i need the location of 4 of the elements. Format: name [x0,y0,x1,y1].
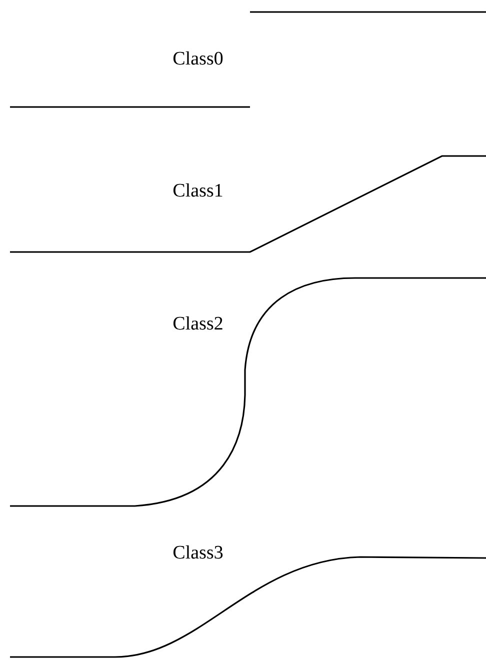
class-label: Class2 [173,316,222,330]
class-label: Class0 [173,51,223,65]
class-label: Class1 [173,183,222,197]
class-label: Class3 [173,545,223,559]
